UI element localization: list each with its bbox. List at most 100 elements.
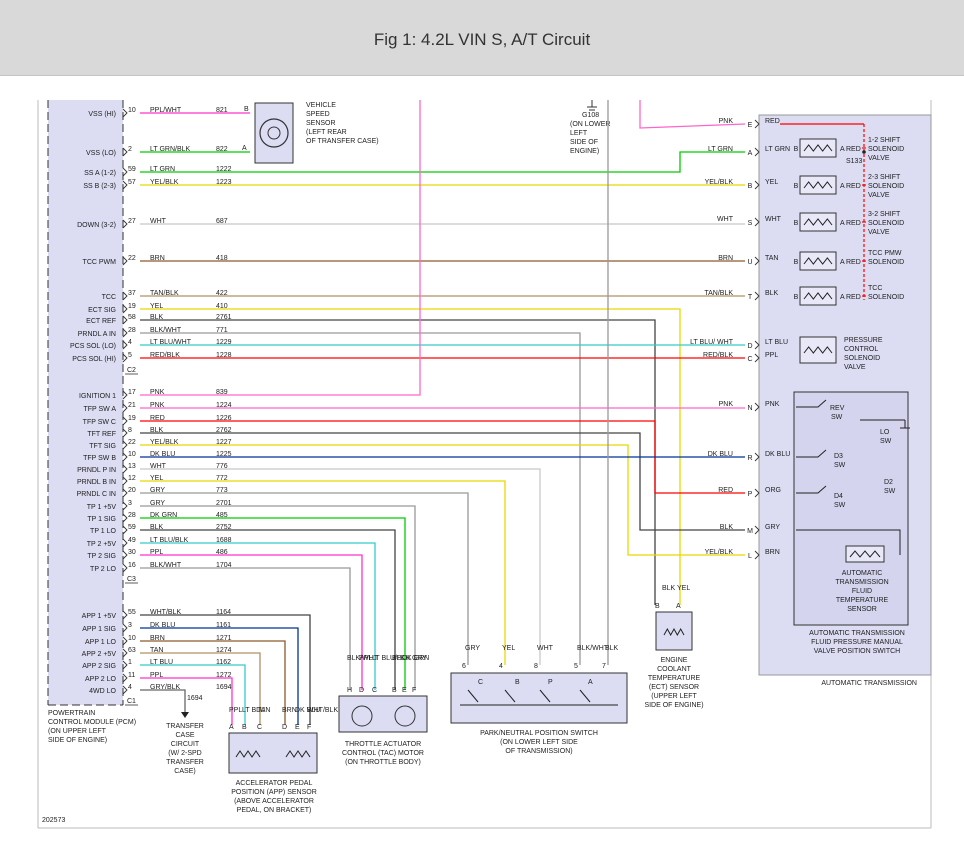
solenoid-box bbox=[799, 212, 837, 232]
trans-inner-color: BLK bbox=[765, 290, 779, 297]
pnp-caption: PARK/NEUTRAL POSITION SWITCH bbox=[480, 730, 598, 737]
pcm-connector-c2: C2 bbox=[127, 367, 136, 374]
tfp-caption: VALVE POSITION SWITCH bbox=[814, 648, 900, 655]
pcm-pin-number: 30 bbox=[128, 549, 136, 556]
pnp-pin: 5 bbox=[574, 663, 578, 670]
pcm-pin-chevron bbox=[122, 685, 128, 695]
switch-label: SW bbox=[884, 488, 896, 495]
pcm-caption: CONTROL MODULE (PCM) bbox=[48, 719, 136, 726]
pcm-pin-chevron bbox=[122, 390, 128, 400]
app-wire: LT BLU bbox=[242, 707, 265, 714]
tac-wire: BLK/WHT bbox=[347, 655, 379, 662]
pcm-wire-color: GRY/BLK bbox=[150, 684, 181, 691]
pcm-pin-label: TFP SW C bbox=[83, 419, 116, 426]
pcm-circuit-number: 1162 bbox=[216, 659, 231, 666]
ect-pin: B bbox=[655, 603, 660, 610]
tft-name: TEMPERATURE bbox=[836, 597, 889, 604]
pcm-circuit-number: 485 bbox=[216, 512, 228, 519]
pcm-pin-label: SS A (1-2) bbox=[84, 170, 116, 177]
trans-wire-color: YEL/BLK bbox=[705, 549, 734, 556]
solenoid-name: 2-3 SHIFT bbox=[868, 174, 901, 181]
tft-sensor bbox=[845, 545, 885, 563]
pnp-pin: 8 bbox=[534, 663, 538, 670]
pcm-wire-color: PNK bbox=[150, 402, 165, 409]
pcm-pin-chevron bbox=[122, 550, 128, 560]
trans-inner-color: PNK bbox=[765, 401, 780, 408]
tac-motor-box bbox=[338, 695, 428, 733]
pcm-pin-chevron bbox=[122, 476, 128, 486]
pcm-circuit-number: 773 bbox=[216, 487, 228, 494]
transfer-case-caption: (W/ 2-SPD bbox=[168, 750, 201, 757]
app-sensor-element bbox=[285, 750, 311, 758]
pcm-circuit-number: 687 bbox=[216, 218, 228, 225]
vss-caption: (LEFT REAR bbox=[306, 129, 347, 136]
pcm-wire-color: DK BLU bbox=[150, 622, 175, 629]
trans-inner-color: PPL bbox=[765, 352, 778, 359]
pcm-pin-number: 8 bbox=[128, 427, 132, 434]
pcm-wire-color: YEL/BLK bbox=[150, 179, 179, 186]
solenoid-coil bbox=[803, 181, 833, 189]
pcm-wire-color: PPL bbox=[150, 549, 163, 556]
tac-wire: PPL bbox=[359, 655, 372, 662]
vss-sensor-box bbox=[254, 102, 294, 164]
trans-pin-chevron bbox=[754, 353, 760, 363]
wire-tp1-sig bbox=[140, 517, 406, 690]
pcm-pin-label: VSS (LO) bbox=[86, 150, 116, 157]
pcm-pin-chevron bbox=[122, 563, 128, 573]
transfer-case-circuit: 1694 bbox=[187, 695, 203, 702]
switch-label: D2 bbox=[884, 479, 893, 486]
solenoid-pin: A bbox=[840, 259, 845, 266]
app-wire: WHT/BLK bbox=[307, 707, 338, 714]
pcm-pin-chevron bbox=[122, 167, 128, 177]
pcm-wire-color: DK GRN bbox=[150, 512, 177, 519]
wire-prndl-p bbox=[140, 468, 541, 665]
pcm-pin-number: 10 bbox=[128, 451, 136, 458]
solenoid-name: SOLENOID bbox=[868, 146, 904, 153]
pcm-pin-chevron bbox=[122, 147, 128, 157]
pcm-circuit-number: 486 bbox=[216, 549, 228, 556]
transfer-case-caption: TRANSFER bbox=[166, 759, 204, 766]
pcm-pin-chevron bbox=[122, 304, 128, 314]
pcm-pin-number: 2 bbox=[128, 146, 132, 153]
tfp-caption: AUTOMATIC TRANSMISSION bbox=[809, 630, 905, 637]
pcm-pin-number: 37 bbox=[128, 290, 136, 297]
solenoid-name: VALVE bbox=[868, 155, 890, 162]
pcm-pin-label: TP 1 SIG bbox=[87, 516, 116, 523]
ect-wire: BLK bbox=[662, 585, 676, 592]
pcm-wire-color: LT BLU bbox=[150, 659, 173, 666]
pcm-pin-chevron bbox=[122, 256, 128, 266]
app-caption: PEDAL, ON BRACKET) bbox=[237, 807, 312, 814]
tft-name: FLUID bbox=[852, 588, 872, 595]
solenoid-name: TCC bbox=[868, 285, 882, 292]
pcm-pin-chevron bbox=[122, 660, 128, 670]
app-pin: A bbox=[229, 724, 234, 731]
wire-ss-a bbox=[650, 151, 745, 173]
pcs-name: VALVE bbox=[844, 364, 866, 371]
solenoid-pin: A bbox=[840, 183, 845, 190]
trans-inner-color: WHT bbox=[765, 216, 782, 223]
wire-tp2-lo bbox=[140, 567, 351, 690]
pcm-pin-chevron bbox=[122, 180, 128, 190]
pcm-circuit-number: 1222 bbox=[216, 166, 232, 173]
switch-contact bbox=[796, 485, 827, 494]
trans-pin-letter: D bbox=[747, 343, 752, 350]
trans-pin-letter: S bbox=[748, 220, 753, 227]
pnp-switch-label: B bbox=[515, 679, 520, 686]
wire-app2-lo bbox=[140, 677, 233, 725]
app-sensor-box bbox=[228, 732, 318, 774]
pcm-pin-number: 22 bbox=[128, 255, 136, 262]
trans-pin-chevron bbox=[754, 291, 760, 301]
solenoid-pin: B bbox=[794, 146, 799, 153]
pcm-pin-number: 3 bbox=[128, 622, 132, 629]
app-wire: TAN bbox=[257, 707, 270, 714]
pcm-pin-label: PRNDL C IN bbox=[77, 491, 116, 498]
solenoid-name: SOLENOID bbox=[868, 183, 904, 190]
pcm-circuit-number: 821 bbox=[216, 107, 228, 114]
pcm-pin-label: PRNDL A IN bbox=[78, 331, 116, 338]
pcm-pin-number: 49 bbox=[128, 537, 136, 544]
trans-pin-chevron bbox=[754, 217, 760, 227]
wire-tft-ref bbox=[140, 432, 745, 531]
pcm-pin-chevron bbox=[122, 353, 128, 363]
wire-prndl-b bbox=[140, 480, 506, 665]
tac-wire: GRY bbox=[412, 655, 427, 662]
